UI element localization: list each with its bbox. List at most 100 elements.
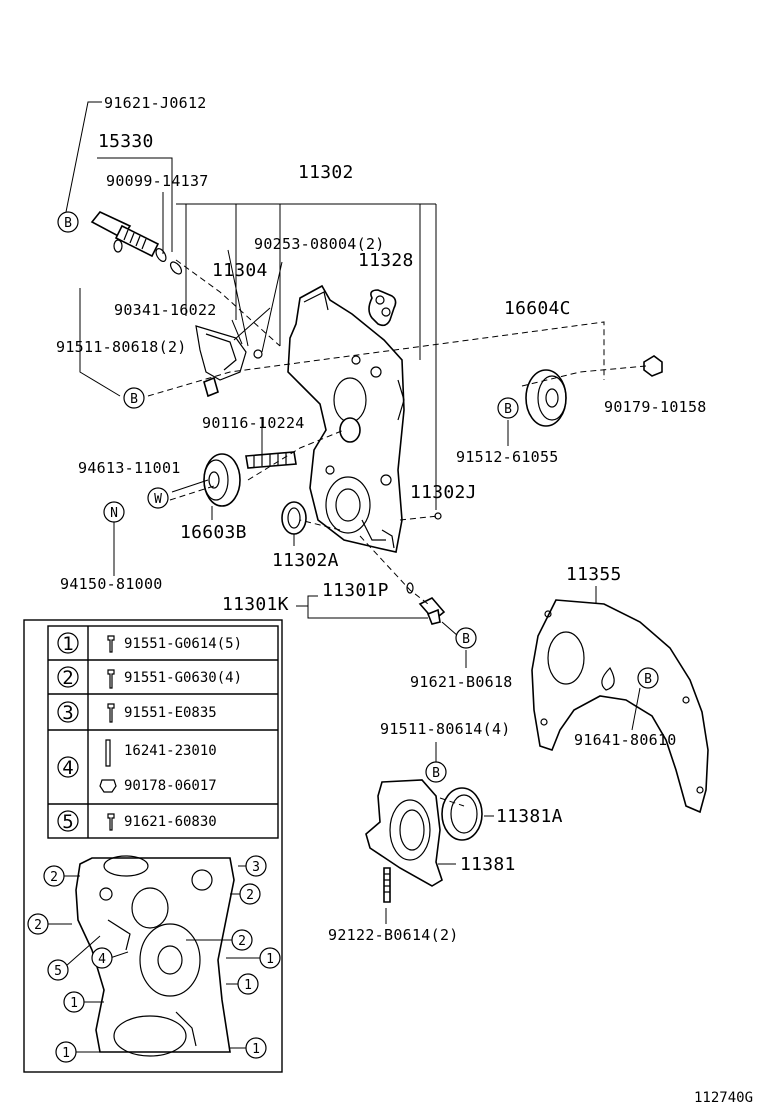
svg-text:1: 1 bbox=[252, 1042, 260, 1057]
bolt-row-2: 2 91551-G0630(4) bbox=[57, 666, 242, 689]
bolt-location-sketch bbox=[75, 855, 235, 1057]
marker-n: N bbox=[103, 501, 125, 523]
label-91512-61055: 91512-61055 bbox=[456, 448, 559, 466]
svg-text:4: 4 bbox=[98, 952, 106, 967]
stud-icon bbox=[105, 739, 111, 767]
bolt-icon bbox=[107, 703, 115, 723]
label-90116-10224: 90116-10224 bbox=[202, 414, 305, 432]
label-11302A: 11302A bbox=[272, 550, 339, 571]
stud-92122-drawing bbox=[383, 867, 391, 903]
label-90179-10158: 90179-10158 bbox=[604, 398, 707, 416]
bolt-91511-80618-drawing bbox=[203, 376, 219, 398]
nut-90179-drawing bbox=[643, 355, 663, 377]
label-91641-80610: 91641-80610 bbox=[574, 731, 677, 749]
idler-pulley-16604C-drawing bbox=[525, 369, 567, 427]
nut-icon bbox=[99, 779, 117, 793]
svg-text:2: 2 bbox=[246, 888, 254, 903]
leader-lines bbox=[65, 101, 641, 924]
label-11302J: 11302J bbox=[410, 482, 477, 503]
svg-text:1: 1 bbox=[244, 978, 252, 993]
bolt-90116-10224-drawing bbox=[245, 451, 297, 469]
svg-text:3: 3 bbox=[62, 702, 73, 724]
label-11301P: 11301P bbox=[322, 580, 389, 601]
label-11301K: 11301K bbox=[222, 594, 289, 615]
label-91511-80618: 91511-80618(2) bbox=[56, 338, 187, 356]
seal-90341-drawing bbox=[253, 349, 263, 359]
svg-text:1: 1 bbox=[62, 1046, 70, 1061]
bolt-row-4: 4 16241-23010 90178-06017 bbox=[57, 739, 217, 794]
label-94613-11001: 94613-11001 bbox=[78, 459, 181, 477]
svg-text:W: W bbox=[154, 492, 162, 507]
bolt-row-1: 1 91551-G0614(5) bbox=[57, 632, 242, 655]
label-11381A: 11381A bbox=[496, 806, 563, 827]
marker-b-sensor: B bbox=[455, 627, 477, 649]
oil-seal-11381A-drawing bbox=[441, 787, 483, 841]
label-91621-B0618: 91621-B0618 bbox=[410, 673, 513, 691]
svg-text:2: 2 bbox=[34, 918, 42, 933]
oil-control-valve-drawing bbox=[90, 211, 167, 262]
pin-11302J-drawing bbox=[434, 512, 442, 520]
label-11381: 11381 bbox=[460, 854, 516, 875]
svg-text:3: 3 bbox=[252, 860, 260, 875]
marker-b-cover: B bbox=[123, 387, 145, 409]
label-16604C: 16604C bbox=[504, 298, 571, 319]
label-15330: 15330 bbox=[98, 131, 154, 152]
svg-text:91551-G0614(5): 91551-G0614(5) bbox=[124, 636, 242, 652]
svg-text:4: 4 bbox=[62, 757, 73, 779]
bolt-icon bbox=[107, 669, 115, 689]
marker-w: W bbox=[147, 487, 169, 509]
marker-b-plate: B bbox=[637, 667, 659, 689]
label-91621-J0612: 91621-J0612 bbox=[104, 94, 207, 112]
seal-retainer-11381-drawing bbox=[365, 779, 443, 887]
dashed-alignment-lines bbox=[147, 259, 647, 807]
label-11355: 11355 bbox=[566, 564, 622, 585]
label-11302: 11302 bbox=[298, 162, 354, 183]
label-16603B: 16603B bbox=[180, 522, 247, 543]
label-90253-08004: 90253-08004(2) bbox=[254, 235, 385, 253]
svg-text:91551-G0630(4): 91551-G0630(4) bbox=[124, 670, 242, 686]
svg-text:1: 1 bbox=[70, 996, 78, 1011]
svg-text:2: 2 bbox=[62, 667, 73, 689]
svg-text:2: 2 bbox=[238, 934, 246, 949]
svg-text:1: 1 bbox=[62, 633, 73, 655]
idler-pulley-16603B-drawing bbox=[203, 453, 241, 507]
o-ring-11301P-drawing bbox=[406, 582, 414, 594]
bolt-icon bbox=[107, 813, 115, 831]
part-labels: 91621-J0612 15330 90099-14137 11302 9025… bbox=[56, 94, 707, 944]
svg-text:2: 2 bbox=[50, 870, 58, 885]
location-callouts: 2 3 2 2 2 5 4 1 1 bbox=[27, 855, 281, 1063]
end-plate-11355-drawing bbox=[531, 599, 709, 814]
gasket-11328-drawing bbox=[368, 289, 397, 327]
svg-text:5: 5 bbox=[62, 811, 73, 833]
label-11304: 11304 bbox=[212, 260, 268, 281]
label-92122-B0614: 92122-B0614(2) bbox=[328, 926, 459, 944]
bolt-icon bbox=[107, 635, 115, 653]
label-90099-14137: 90099-14137 bbox=[106, 172, 209, 190]
svg-text:B: B bbox=[432, 766, 440, 781]
svg-text:B: B bbox=[130, 392, 138, 407]
bolt-legend-table: 1 91551-G0614(5) 2 91551-G0630(4) 3 9155… bbox=[23, 619, 283, 1073]
svg-text:16241-23010: 16241-23010 bbox=[124, 743, 217, 759]
svg-text:91551-E0835: 91551-E0835 bbox=[124, 705, 217, 721]
gasket-11304-drawing bbox=[195, 325, 247, 381]
diagram-code: 112740G bbox=[694, 1090, 753, 1106]
marker-b-pulley: B bbox=[497, 397, 519, 419]
svg-text:5: 5 bbox=[54, 964, 62, 979]
svg-text:90178-06017: 90178-06017 bbox=[124, 778, 217, 794]
marker-b-retainer: B bbox=[425, 761, 447, 783]
label-91511-80614: 91511-80614(4) bbox=[380, 720, 511, 738]
svg-text:B: B bbox=[504, 402, 512, 417]
oil-seal-11302A-drawing bbox=[281, 501, 307, 535]
svg-text:1: 1 bbox=[266, 952, 274, 967]
svg-text:91621-60830: 91621-60830 bbox=[124, 814, 217, 830]
svg-text:B: B bbox=[644, 672, 652, 687]
bolt-row-3: 3 91551-E0835 bbox=[57, 701, 217, 724]
label-11328: 11328 bbox=[358, 250, 414, 271]
marker-b-valve: B bbox=[57, 211, 79, 233]
svg-text:B: B bbox=[64, 216, 72, 231]
svg-text:B: B bbox=[462, 632, 470, 647]
label-94150-81000: 94150-81000 bbox=[60, 575, 163, 593]
bolt-row-5: 5 91621-60830 bbox=[57, 810, 217, 833]
o-ring-90099-drawing bbox=[169, 261, 183, 275]
